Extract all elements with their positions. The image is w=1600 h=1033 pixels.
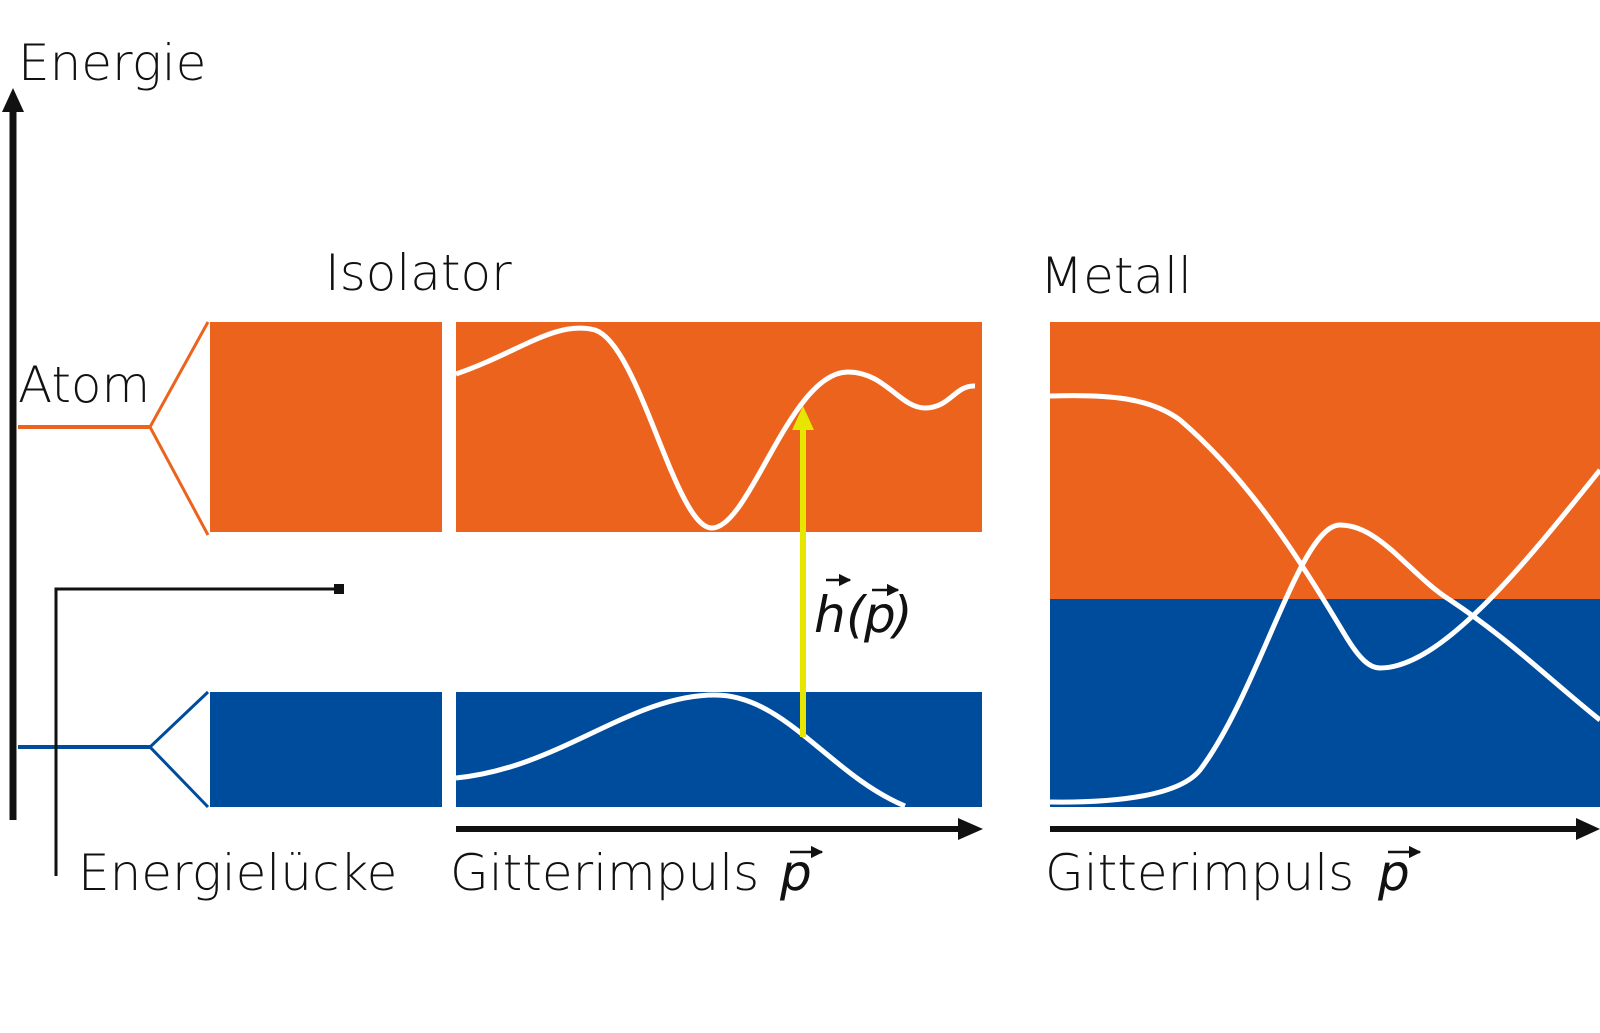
insulator-valence-band-left [210, 692, 442, 807]
atom-label: Atom [18, 356, 150, 414]
insulator-valence-dispersion [455, 692, 906, 809]
insulator-conduction-dispersion [455, 325, 976, 531]
insulator-conduction-band [456, 322, 982, 532]
h-symbol: h [814, 586, 846, 644]
insulator-momentum-axis-arrowhead [958, 818, 983, 840]
insulator-momentum-label: Gitterimpuls [450, 844, 759, 902]
energy-axis-arrowhead [2, 88, 24, 112]
insulator-conduction-band-left [210, 322, 442, 532]
metal-momentum-symbol: p [1377, 844, 1410, 902]
lower-level-splitting [147, 690, 210, 809]
metal-momentum-axis-arrowhead [1576, 818, 1600, 840]
h-paren-open: ( [846, 586, 868, 644]
insulator-title: Isolator [325, 244, 512, 302]
metal-conduction-band [1050, 322, 1600, 599]
energy-gap-pointer [54, 587, 338, 876]
metal-valence-band [1050, 599, 1600, 807]
insulator-momentum-symbol: p [779, 844, 812, 902]
energy-gap-label: Energielücke [78, 844, 397, 902]
energy-axis-label: Energie [18, 34, 206, 92]
metal-momentum-label: Gitterimpuls [1045, 844, 1354, 902]
metal-band-curve-1 [1050, 393, 1600, 671]
upper-level-splitting [148, 321, 210, 536]
insulator-valence-band [456, 692, 982, 807]
h-p-symbol: p [863, 586, 896, 644]
metal-title: Metall [1040, 247, 1192, 305]
energy-gap-pointer-end [334, 584, 344, 594]
metal-band-curve-2 [1050, 522, 1600, 805]
transition-arrowhead [792, 406, 814, 430]
hamiltonian-label: h ( p ) [814, 573, 913, 644]
h-paren-close: ) [889, 586, 913, 644]
